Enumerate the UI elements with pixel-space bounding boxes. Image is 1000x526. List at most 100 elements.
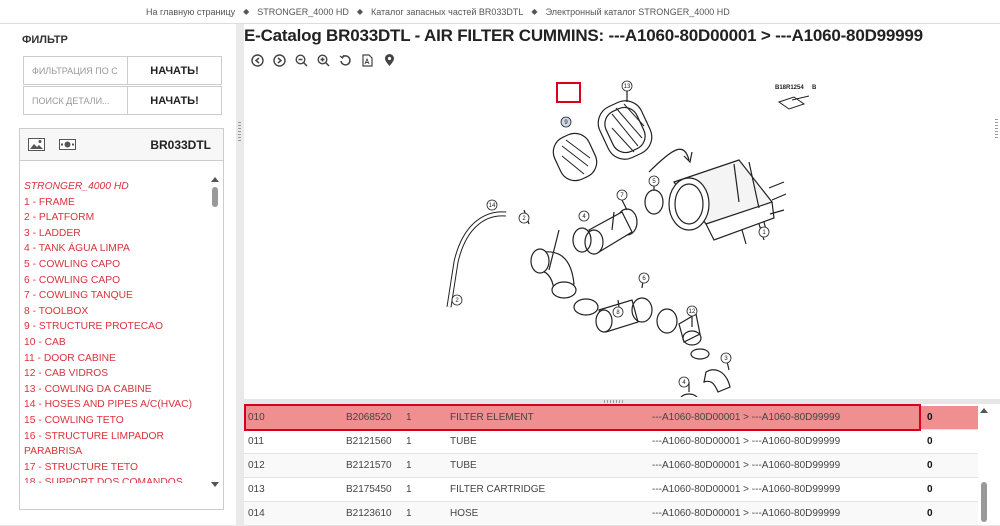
image-icon[interactable] (28, 138, 45, 151)
callout-3[interactable]: 3 (724, 356, 728, 362)
breadcrumb-home-link[interactable]: На главную страницу (146, 6, 236, 17)
callout-6[interactable]: 6 (642, 276, 646, 282)
callout-7[interactable]: 7 (620, 193, 624, 199)
scroll-down-icon[interactable] (211, 482, 219, 487)
vertical-splitter[interactable] (236, 24, 244, 525)
model-tree: STRONGER_4000 HD 1 - FRAME 2 - PLATFORM … (24, 179, 204, 483)
cell-position: 011 (248, 436, 264, 447)
callout-14[interactable]: 14 (489, 203, 496, 209)
tree-item-cowling-capo-5[interactable]: 5 - COWLING CAPO (24, 258, 121, 270)
tree-item-toolbox[interactable]: 8 - TOOLBOX (24, 305, 89, 317)
callout-1[interactable]: 1 (762, 230, 766, 236)
tree-item-cowling-cabine[interactable]: 13 - COWLING DA CABINE (24, 383, 152, 395)
cell-cart-qty[interactable]: 0 (927, 436, 933, 447)
filter-start-button[interactable]: НАЧАТЬ! (128, 57, 221, 84)
cell-serial-range: ---A1060-80D00001 > ---A1060-80D99999 (652, 484, 841, 495)
horizontal-splitter[interactable] (244, 399, 1000, 404)
breadcrumb-model-link[interactable]: STRONGER_4000 HD (257, 6, 349, 17)
tree-item-structure-protecao[interactable]: 9 - STRUCTURE PROTECAO (24, 321, 164, 333)
tree-item-frame[interactable]: 1 - FRAME (24, 196, 75, 208)
callout-2[interactable]: 2 (522, 216, 526, 222)
cell-serial-range: ---A1060-80D00001 > ---A1060-80D99999 (652, 436, 841, 447)
pdf-icon[interactable] (359, 52, 376, 69)
callout-5[interactable]: 5 (652, 179, 656, 185)
cell-serial-range: ---A1060-80D00001 > ---A1060-80D99999 (652, 460, 841, 471)
cell-qty: 1 (406, 460, 412, 471)
callout-4[interactable]: 4 (582, 214, 586, 220)
viewer-toolbar (249, 52, 398, 69)
tree-item-cowling-teto[interactable]: 15 - COWLING TETO (24, 414, 124, 426)
scroll-up-icon[interactable] (211, 177, 219, 182)
part-air-filter-housing[interactable] (668, 159, 775, 241)
tree-item-tank[interactable]: 4 - TANK ÁGUA LIMPA (24, 243, 130, 255)
cell-description: TUBE (450, 460, 477, 471)
sidebar: ФИЛЬТР НАЧАТЬ! НАЧАТЬ! BR033DTL STRONGER… (0, 24, 236, 525)
cell-description: FILTER CARTRIDGE (450, 484, 546, 495)
table-scrollbar[interactable] (978, 404, 990, 525)
cell-cart-qty[interactable]: 0 (927, 460, 933, 471)
scroll-thumb[interactable] (981, 482, 987, 522)
cell-position: 014 (248, 508, 265, 519)
part-search-input[interactable] (24, 87, 128, 114)
tree-item-ladder[interactable]: 3 - LADDER (24, 227, 81, 239)
model-tree-panel: BR033DTL STRONGER_4000 HD 1 - FRAME 2 - … (19, 128, 224, 510)
splitter-grip-icon (238, 122, 241, 142)
breadcrumb-ecatalog-current: Электронный каталог STRONGER_4000 HD (545, 6, 730, 17)
tree-item-cowling-tanque[interactable]: 7 - COWLING TANQUE (24, 290, 133, 302)
cell-position: 010 (248, 412, 265, 423)
search-row: НАЧАТЬ! (23, 86, 222, 115)
drawing-rev: B (812, 85, 817, 91)
exploded-diagram[interactable]: 13 7 5 9 1 14 2 4 6 8 12 3 4 2 B18R1254 … (244, 52, 984, 407)
table-row[interactable]: 010 B2068520 1 FILTER ELEMENT ---A1060-8… (244, 406, 978, 430)
tree-item-platform[interactable]: 2 - PLATFORM (24, 212, 95, 224)
tree-item-structure-teto[interactable]: 17 - STRUCTURE TETO (24, 461, 139, 473)
cell-qty: 1 (406, 436, 412, 447)
arrow-right-circle-icon[interactable] (271, 52, 288, 69)
zoom-out-icon[interactable] (293, 52, 310, 69)
filter-row: НАЧАТЬ! (23, 56, 222, 85)
tree-item-cab[interactable]: 10 - CAB (24, 336, 66, 348)
callout-9[interactable]: 9 (564, 120, 568, 126)
filter-input[interactable] (24, 57, 128, 84)
scroll-thumb[interactable] (212, 187, 218, 207)
cell-cart-qty[interactable]: 0 (927, 412, 933, 423)
model-header: BR033DTL (20, 129, 223, 161)
cell-code: B2175450 (346, 484, 392, 495)
tree-item-cab-vidros[interactable]: 12 - CAB VIDROS (24, 368, 109, 380)
price-icon[interactable] (59, 138, 76, 151)
reset-rotate-icon[interactable] (337, 52, 354, 69)
callout-12[interactable]: 12 (689, 309, 696, 315)
callout-13[interactable]: 13 (624, 84, 631, 90)
tree-scrollbar[interactable] (210, 175, 220, 487)
cell-position: 013 (248, 484, 265, 495)
diamond-separator-icon: ◆ (356, 7, 363, 16)
tree-item-cowling-capo-6[interactable]: 6 - COWLING CAPO (24, 274, 121, 286)
cell-serial-range: ---A1060-80D00001 > ---A1060-80D99999 (652, 508, 841, 519)
table-row[interactable]: 012 B2121570 1 TUBE ---A1060-80D00001 > … (244, 454, 978, 478)
tree-item-hoses-pipes[interactable]: 14 - HOSES AND PIPES A/C(HVAC) (24, 399, 193, 411)
cell-cart-qty[interactable]: 0 (927, 508, 933, 519)
cell-code: B2121570 (346, 460, 392, 471)
map-pin-icon[interactable] (381, 52, 398, 69)
callout-4b[interactable]: 4 (682, 380, 686, 386)
zoom-in-icon[interactable] (315, 52, 332, 69)
part-filter-element[interactable] (548, 128, 602, 186)
breadcrumb: На главную страницу ◆ STRONGER_4000 HD ◆… (0, 0, 1000, 24)
tree-root-item[interactable]: STRONGER_4000 HD (24, 181, 129, 192)
cell-cart-qty[interactable]: 0 (927, 484, 933, 495)
tree-item-door-cabine[interactable]: 11 - DOOR CABINE (24, 352, 116, 364)
drawing-code: B18R1254 (775, 85, 804, 91)
tree-item-support-comandos[interactable]: 18 - SUPPORT DOS COMANDOS (24, 477, 183, 484)
tree-item-structure-limpador[interactable]: 16 - STRUCTURE LIMPADOR PARABRISA (24, 430, 164, 458)
cell-serial-range: ---A1060-80D00001 > ---A1060-80D99999 (652, 412, 841, 423)
table-row[interactable]: 011 B2121560 1 TUBE ---A1060-80D00001 > … (244, 430, 978, 454)
table-row[interactable]: 014 B2123610 1 HOSE ---A1060-80D00001 > … (244, 502, 978, 526)
callout-8[interactable]: 8 (616, 310, 620, 316)
search-start-button[interactable]: НАЧАТЬ! (128, 87, 221, 114)
scroll-up-icon[interactable] (980, 408, 988, 413)
part-filter-cartridge[interactable] (592, 95, 657, 165)
table-row[interactable]: 013 B2175450 1 FILTER CARTRIDGE ---A1060… (244, 478, 978, 502)
model-name: BR033DTL (150, 137, 211, 152)
breadcrumb-catalog-link[interactable]: Каталог запасных частей BR033DTL (370, 6, 524, 17)
arrow-left-circle-icon[interactable] (249, 52, 266, 69)
